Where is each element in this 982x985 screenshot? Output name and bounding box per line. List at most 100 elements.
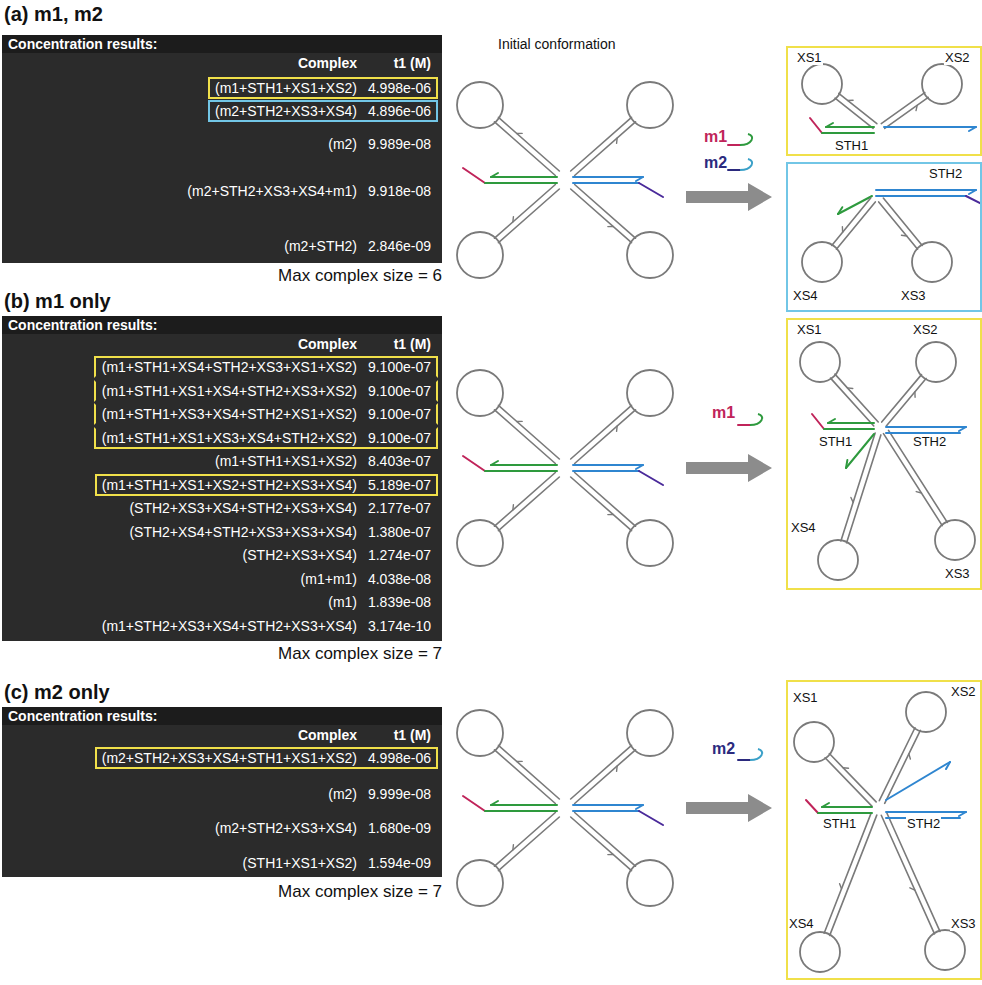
- table-row: (STH2+XS3+XS4+STH2+XS3+XS4)2.177e-07: [122, 497, 438, 519]
- strand: [876, 195, 966, 197]
- strand: [571, 405, 632, 459]
- table-row: (m2+STH2+XS3+XS4+STH1+XS1+XS2)4.998e-06: [95, 747, 438, 769]
- strand: [571, 189, 632, 243]
- strand: [822, 806, 872, 808]
- hairpin-loop: [916, 342, 956, 382]
- strand: [636, 177, 643, 181]
- label: m1: [712, 404, 735, 422]
- concentration-value: 9.100e-07: [365, 382, 431, 400]
- strand: [886, 811, 966, 813]
- hairpin-loop: [935, 520, 975, 560]
- result-box: XS1XS2STH1: [786, 46, 982, 156]
- domain-label: STH2: [912, 434, 947, 449]
- strand: [884, 126, 976, 128]
- complex-name: (m2+STH2): [284, 237, 357, 255]
- strand: [826, 126, 874, 128]
- complex-name: (m1+STH1+XS1+XS2+STH2+XS3+XS4): [102, 476, 357, 494]
- concentration-value: 5.189e-07: [365, 476, 431, 494]
- strand: [847, 387, 852, 389]
- strand: [498, 477, 559, 531]
- complex-name: (m2+STH2+XS3+XS4+STH1+XS1+XS2): [102, 749, 357, 767]
- strand: [810, 118, 822, 133]
- strand: [575, 473, 636, 527]
- complex-name: (m1+m1): [301, 570, 357, 588]
- strand: [828, 419, 835, 423]
- concentration-value: 3.174e-10: [365, 617, 431, 635]
- domain-label: XS3: [950, 916, 977, 931]
- concentration-value: 9.918e-08: [365, 182, 431, 200]
- hairpin-loop: [627, 860, 673, 906]
- domain-label: XS3: [900, 288, 927, 303]
- table-title: Concentration results:: [2, 35, 442, 53]
- strand: [636, 465, 643, 469]
- table-row: (m1)1.839e-08: [321, 591, 438, 613]
- strand: [828, 422, 874, 424]
- strand: [498, 189, 559, 243]
- domain-label: STH2: [928, 166, 963, 181]
- table-row: (STH2+XS3+XS4)1.274e-07: [236, 544, 438, 566]
- table-row: (m1+STH1+XS1+XS2)4.998e-06: [208, 77, 438, 99]
- strand: [491, 801, 498, 805]
- strand: [485, 470, 557, 472]
- column-header: Complex: [298, 54, 357, 72]
- complex-name: (STH2+XS3+XS4): [243, 546, 357, 564]
- strand: [847, 435, 881, 543]
- strand: [831, 378, 874, 426]
- results-table: Concentration results:Complext1 (M)(m1+S…: [2, 35, 442, 263]
- strand: [740, 134, 752, 145]
- strand: [517, 421, 522, 422]
- strand: [838, 207, 842, 214]
- concentration-value: 9.100e-07: [365, 405, 431, 423]
- strand: [881, 93, 925, 124]
- strand: [491, 464, 557, 466]
- domain-label: XS1: [796, 50, 823, 65]
- strand: [608, 514, 613, 515]
- strand: [822, 803, 829, 807]
- strand: [463, 168, 485, 183]
- strand: [969, 190, 976, 194]
- complex-name: (m2): [328, 135, 357, 153]
- strand: [851, 497, 853, 502]
- concentration-value: 9.999e-08: [365, 785, 431, 803]
- complex-name: (m2+STH2+XS3+XS4): [215, 102, 357, 120]
- hairpin-loop: [912, 242, 952, 282]
- reaction-arrow: [686, 183, 772, 211]
- strand: [571, 117, 632, 171]
- hairpin-loop: [802, 242, 842, 282]
- strand: [879, 202, 918, 249]
- strand: [512, 505, 514, 510]
- strand: [750, 749, 762, 760]
- domain-label: STH1: [822, 816, 857, 831]
- concentration-value: 9.100e-07: [365, 429, 431, 447]
- strand: [832, 198, 871, 245]
- domain-label: STH1: [834, 138, 869, 153]
- complex-name: (m1+STH1+XS1+XS2): [215, 79, 357, 97]
- column-header: Complex: [298, 335, 357, 353]
- strand: [512, 845, 514, 850]
- strand: [914, 392, 916, 397]
- strand: [573, 182, 639, 184]
- strand: [517, 761, 522, 762]
- complex-name: (m1+STH2+XS3+XS4+STH2+XS3+XS4): [102, 617, 357, 635]
- label: Max complex size = 7: [278, 644, 442, 664]
- strand: [575, 185, 636, 239]
- table-title: Concentration results:: [2, 316, 442, 334]
- strand: [485, 182, 557, 184]
- strand: [750, 414, 762, 425]
- strand: [573, 804, 643, 806]
- strand: [498, 817, 559, 871]
- table-row: (m1+m1)4.038e-08: [294, 568, 438, 590]
- strand: [608, 854, 613, 855]
- strand: [916, 105, 917, 110]
- strand: [495, 750, 556, 804]
- strand: [498, 745, 559, 799]
- table-title: Concentration results:: [2, 707, 442, 725]
- strand: [463, 456, 485, 471]
- strand: [886, 378, 926, 425]
- table-row: (m1+STH1+XS1+XS2+STH2+XS3+XS4) 5.189e-07: [95, 474, 438, 496]
- concentration-value: 8.403e-07: [365, 452, 431, 470]
- domain-label: XS3: [944, 566, 971, 581]
- hairpin-loop: [457, 710, 503, 756]
- concentration-value: 4.896e-06: [365, 102, 431, 120]
- strand: [825, 758, 872, 806]
